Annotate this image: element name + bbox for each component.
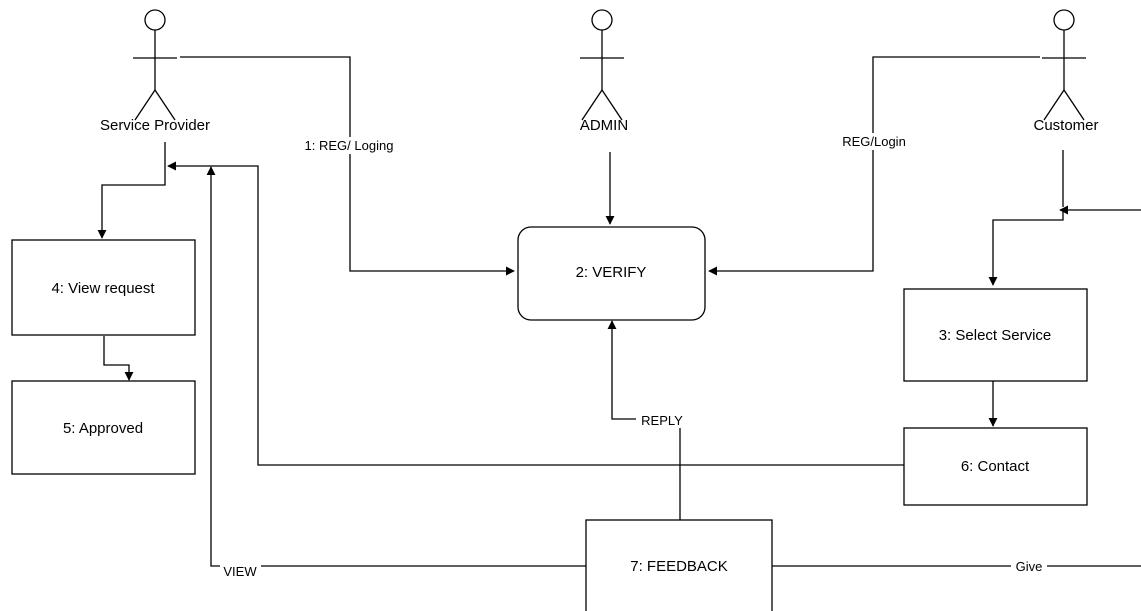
approved-label: 5: Approved [63,420,143,437]
verify-label: 2: VERIFY [576,264,647,281]
actor-customer-icon [1042,9,1086,121]
view-request-box [11,239,196,336]
edge-junction-to-select [988,210,1064,286]
edge-feedback-to-sp [206,166,586,567]
feedback-box [585,519,773,611]
actor-admin-label: ADMIN [580,117,628,134]
select-service-label: 3: Select Service [939,327,1052,344]
actor-service-provider-icon [133,9,177,121]
view-request-label: 4: View request [51,280,155,297]
edge-label-customer-reg: REG/Login [842,134,906,149]
edge-contact-to-sp [167,161,904,466]
edge-sp-to-verify [180,56,515,276]
actor-service-provider-label: Service Provider [100,117,210,134]
edge-view-to-approved [103,336,134,381]
edge-label-view: VIEW [223,564,257,579]
edge-label-give: Give [1016,559,1043,574]
edge-customer-to-verify [708,56,1040,276]
actor-admin-icon [580,9,624,121]
verify-box [517,226,706,321]
edge-sp-to-view-request [97,142,166,239]
edge-label-sp-reg: 1: REG/ Loging [305,138,394,153]
select-service-box [903,288,1088,382]
approved-box [11,380,196,475]
feedback-label: 7: FEEDBACK [630,558,728,575]
actor-customer-label: Customer [1033,117,1098,134]
edge-label-reply: REPLY [641,413,683,428]
contact-box [903,427,1088,506]
contact-label: 6: Contact [961,458,1030,475]
